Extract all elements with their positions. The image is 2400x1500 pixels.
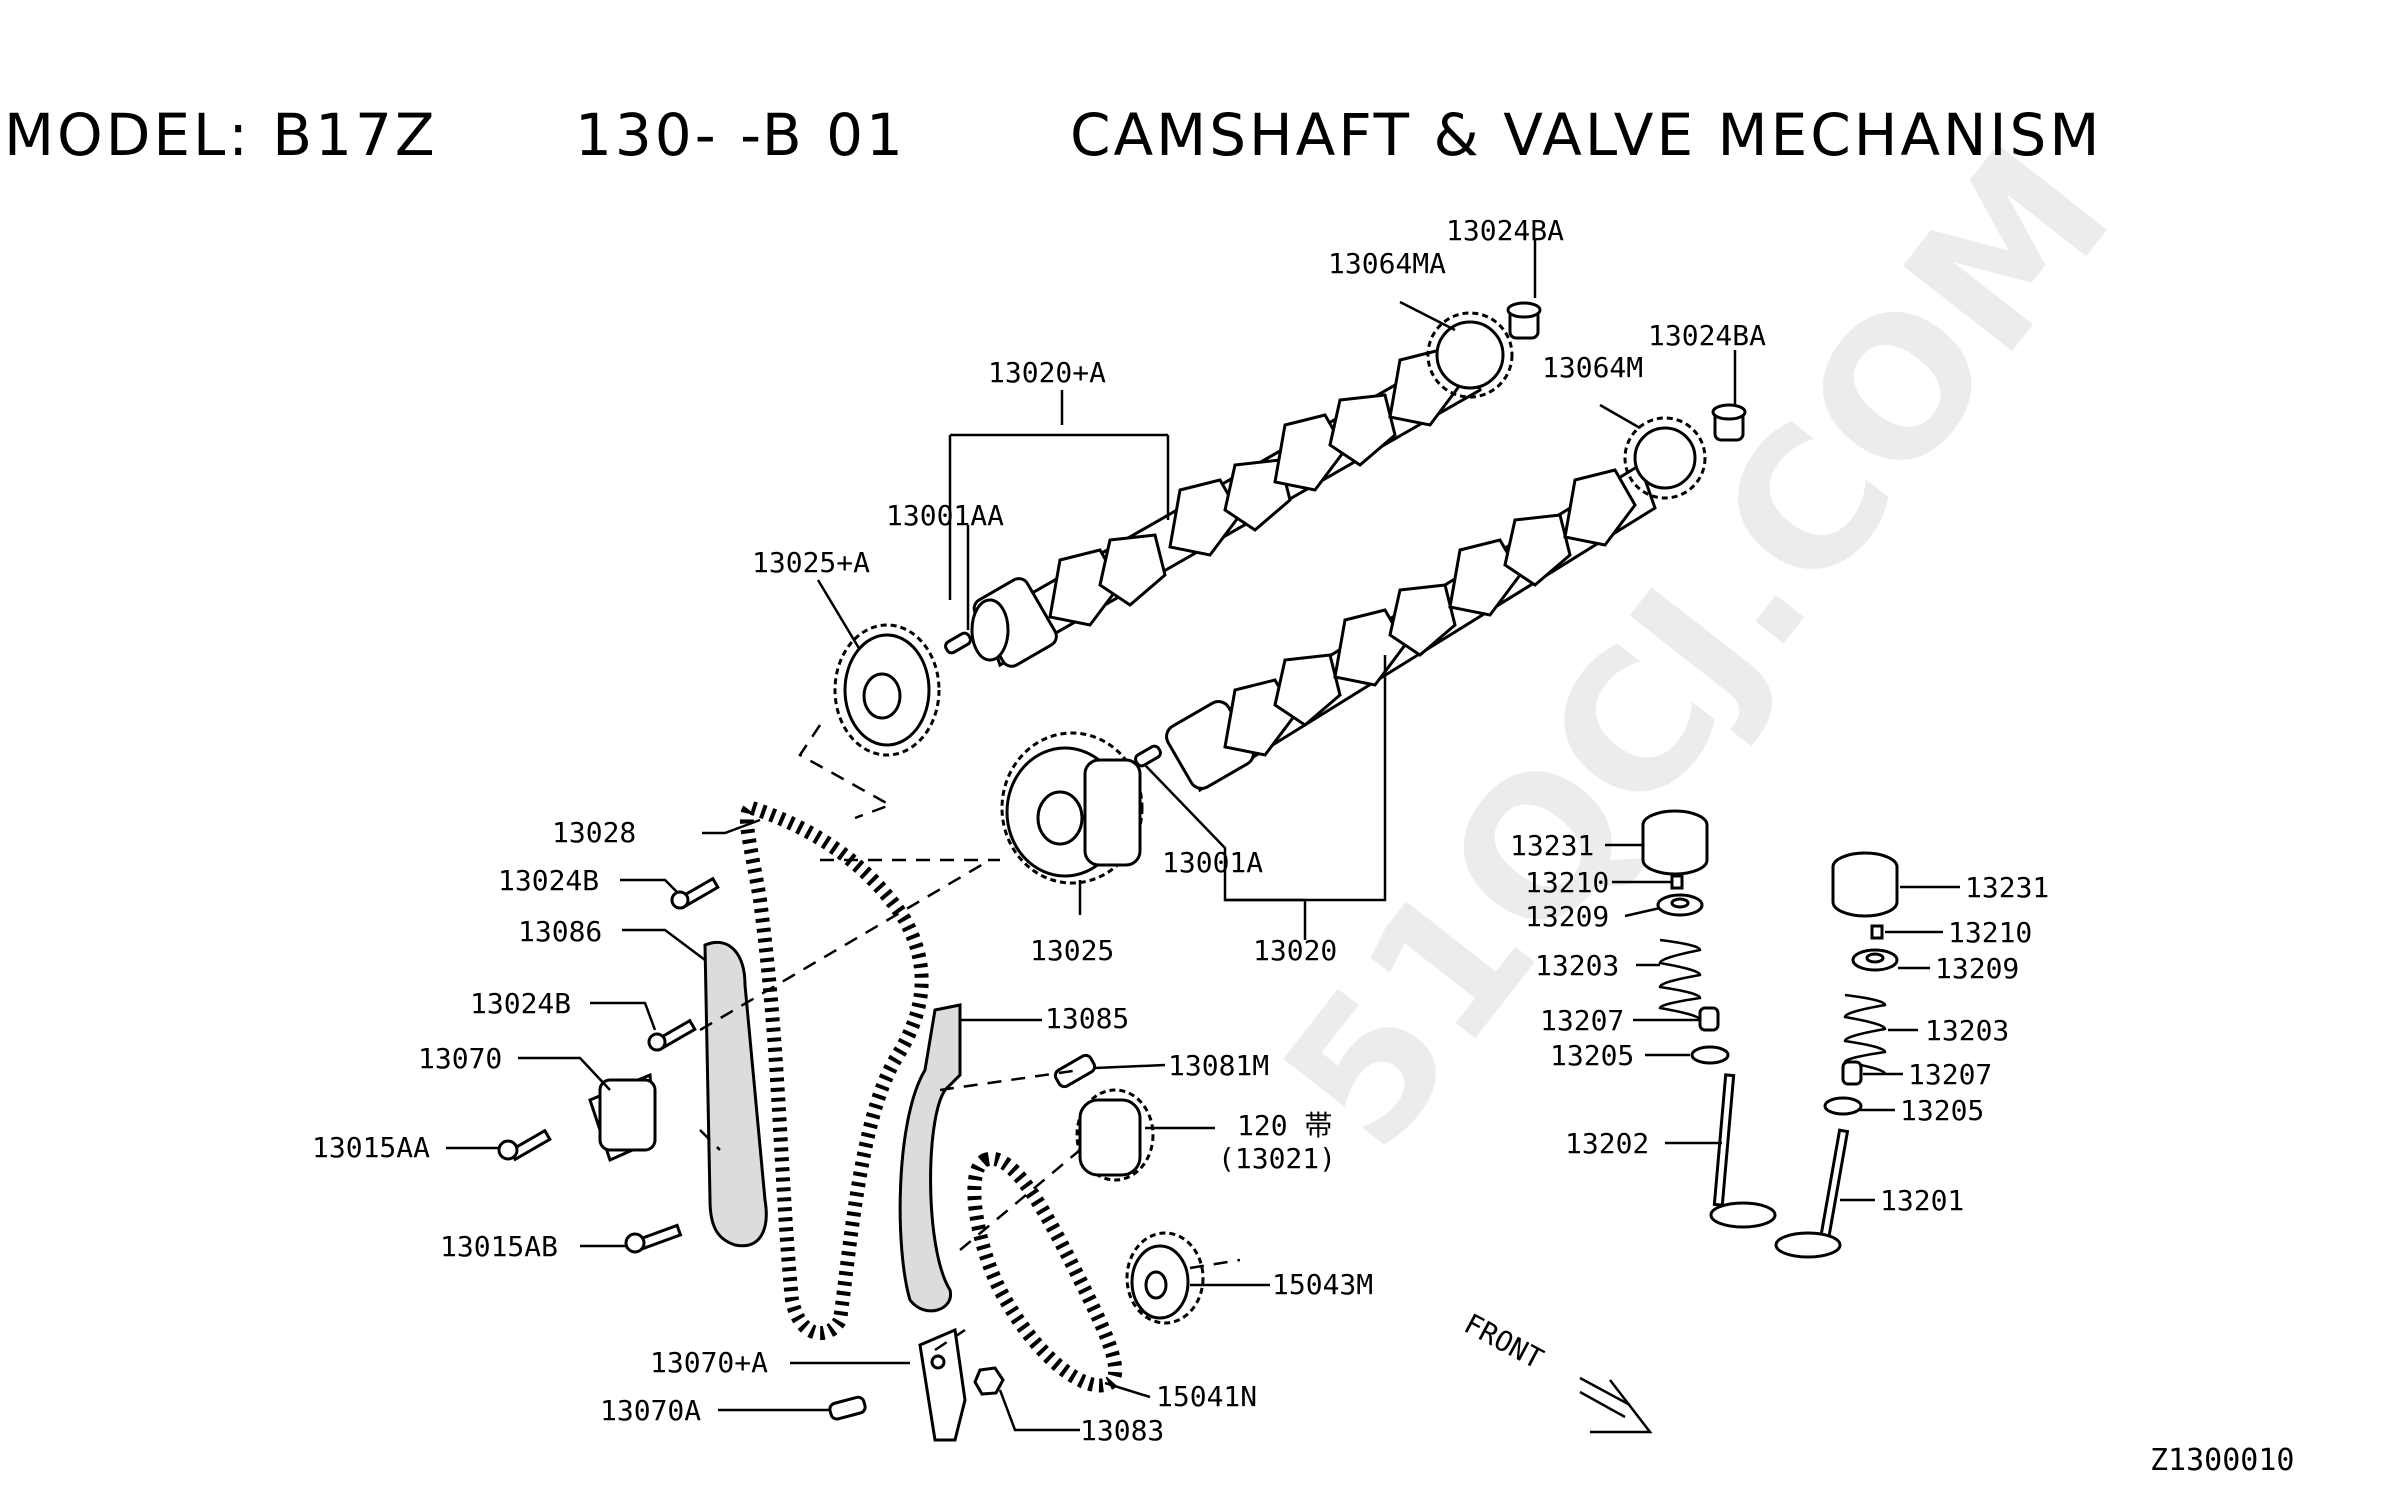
lower-camshaft [1165, 462, 1657, 793]
bolt-13024B-upper [670, 876, 720, 910]
tensioner-pin [828, 1395, 867, 1421]
front-label: FRONT [1459, 1307, 1549, 1376]
callout-15043M: 15043M [1272, 1268, 1373, 1301]
model-label: MODEL: B17Z [4, 101, 438, 169]
valve-lifter-left [1641, 809, 1709, 876]
front-arrow [1579, 1376, 1653, 1434]
valve-collet-right [1870, 924, 1884, 940]
intake-valve [1774, 1128, 1850, 1259]
callout-13201: 13201 [1880, 1184, 1964, 1217]
callout-13015AA: 13015AA [312, 1131, 430, 1164]
callout-13024BA-top: 13024BA [1446, 214, 1564, 247]
spring-seat-left [1690, 1045, 1730, 1065]
callout-120: 120 帯 [1237, 1109, 1332, 1142]
callout-13021: (13021) [1218, 1142, 1336, 1175]
lower-cam-sensor-plate [1623, 416, 1707, 500]
valve-lifter-right [1831, 851, 1899, 918]
exhaust-cam-sprocket [1000, 731, 1144, 885]
callout-13015AB: 13015AB [440, 1230, 558, 1263]
callout-13024B-lower: 13024B [470, 987, 571, 1020]
spring-retainer-left [1656, 893, 1704, 917]
callout-13203-right: 13203 [1925, 1014, 2009, 1047]
callout-15041N: 15041N [1156, 1380, 1257, 1413]
timing-chain [739, 800, 929, 1341]
callout-13231-right: 13231 [1965, 871, 2049, 904]
callout-13070A-plus: 13070+A [650, 1346, 768, 1379]
callout-13202: 13202 [1565, 1127, 1649, 1160]
callout-13020: 13020 [1253, 934, 1337, 967]
valve-spring-left [1658, 938, 1702, 1021]
callout-13231-left: 13231 [1510, 829, 1594, 862]
nut-13083 [973, 1366, 1005, 1396]
callout-13210-right: 13210 [1948, 916, 2032, 949]
oil-pump-chain [967, 1151, 1123, 1393]
callout-13207-right: 13207 [1908, 1058, 1992, 1091]
callout-13085: 13085 [1045, 1002, 1129, 1035]
callout-13209-left: 13209 [1525, 900, 1609, 933]
section-code: 130- -B 01 [575, 101, 906, 169]
figure-code: Z1300010 [2150, 1443, 2295, 1478]
callout-13210-left: 13210 [1525, 866, 1609, 899]
crankshaft-sprocket [1075, 1088, 1155, 1182]
lower-dowel-pin [1134, 744, 1162, 768]
callout-13001AA: 13001AA [886, 499, 1004, 532]
callout-13070: 13070 [418, 1042, 502, 1075]
callout-13081M: 13081M [1168, 1049, 1269, 1082]
valve-collet-left [1670, 874, 1684, 890]
callout-13207-left: 13207 [1540, 1004, 1624, 1037]
callout-13205-right: 13205 [1900, 1094, 1984, 1127]
callout-13209-right: 13209 [1935, 952, 2019, 985]
callout-13025: 13025 [1030, 934, 1114, 967]
callout-13070A: 13070A [600, 1394, 701, 1427]
exhaust-valve [1709, 1073, 1777, 1229]
bolt-13015AA [497, 1128, 552, 1162]
callout-13024B-upper: 13024B [498, 864, 599, 897]
bolt-13015AB [624, 1223, 683, 1254]
callout-13064MA: 13064MA [1328, 247, 1446, 280]
callout-13001A: 13001A [1162, 846, 1263, 879]
page-title: CAMSHAFT & VALVE MECHANISM [1070, 101, 2102, 169]
intake-cam-sprocket [833, 623, 941, 757]
valve-seal-right [1841, 1060, 1863, 1086]
bolt-13024B-lower [647, 1018, 697, 1052]
callout-13083: 13083 [1080, 1414, 1164, 1447]
upper-dowel-pin [944, 631, 972, 655]
upper-cap-plug [1506, 301, 1542, 340]
callout-13028: 13028 [552, 816, 636, 849]
slack-guide [898, 1003, 962, 1313]
pump-chain-tensioner [918, 1327, 967, 1442]
callout-13086: 13086 [518, 915, 602, 948]
valve-seal-left [1698, 1006, 1720, 1032]
spring-seat-right [1823, 1096, 1863, 1116]
tensioner-plunger [1053, 1053, 1097, 1089]
upper-cam-sensor-plate [1426, 311, 1514, 399]
spring-retainer-right [1851, 948, 1899, 972]
tensioner-guide [703, 940, 768, 1248]
callout-13205-left: 13205 [1550, 1039, 1634, 1072]
callout-13025A: 13025+A [752, 546, 870, 579]
callout-13064M: 13064M [1542, 351, 1643, 384]
lower-cap-plug [1711, 403, 1747, 442]
upper-camshaft [970, 342, 1482, 668]
callout-13203-left: 13203 [1535, 949, 1619, 982]
callout-13020A: 13020+A [988, 356, 1106, 389]
oil-pump-sprocket [1125, 1231, 1205, 1325]
chain-tensioner [588, 1072, 657, 1163]
callout-13024BA-right: 13024BA [1648, 319, 1766, 352]
